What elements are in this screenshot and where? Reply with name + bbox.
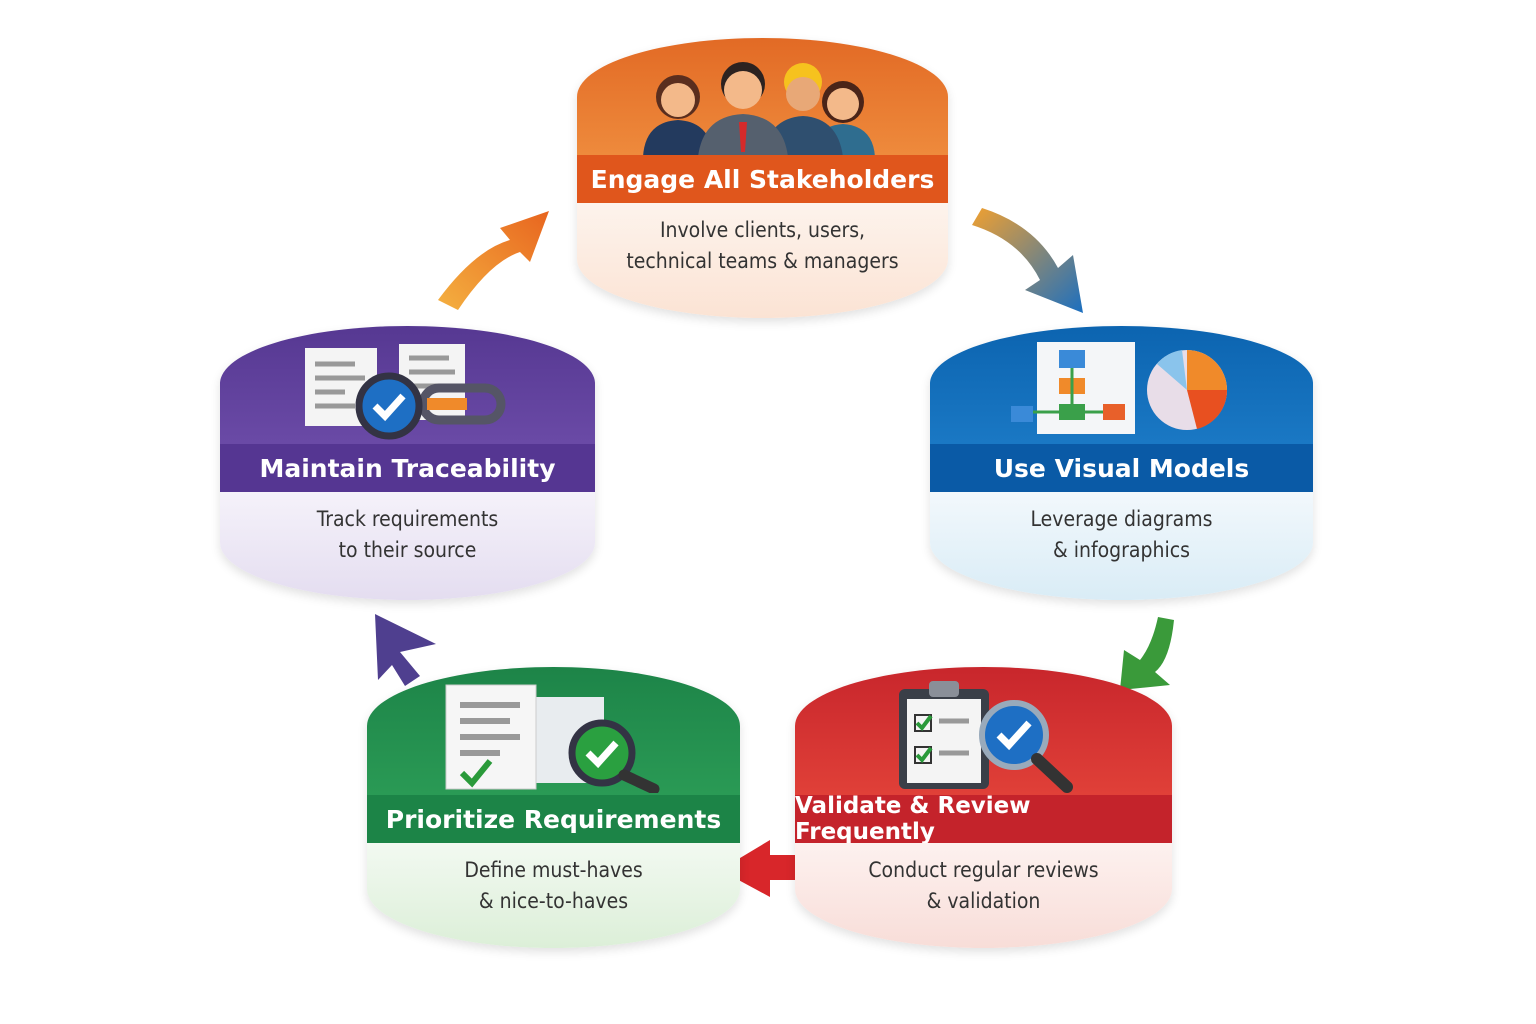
people-icon bbox=[642, 62, 875, 157]
step-description-line: Track requirements bbox=[316, 507, 499, 531]
step-card-engage-stakeholders: Engage All Stakeholders Involve clients,… bbox=[577, 38, 948, 318]
step-title: Maintain Traceability bbox=[220, 444, 595, 492]
clipboard-check-icon bbox=[898, 681, 1073, 793]
diagram-chart-icon bbox=[1010, 342, 1227, 434]
document-link-icon bbox=[304, 344, 505, 440]
arrow-prioritize-to-traceability bbox=[375, 614, 436, 686]
step-description-line: & validation bbox=[926, 889, 1041, 913]
step-card-prioritize: Prioritize Requirements Define must-have… bbox=[367, 667, 740, 948]
step-card-visual-models: Use Visual Models Leverage diagrams & in… bbox=[930, 326, 1313, 600]
step-title: Use Visual Models bbox=[930, 444, 1313, 492]
step-description-line: & infographics bbox=[1053, 538, 1190, 562]
step-title: Prioritize Requirements bbox=[367, 795, 740, 843]
step-card-traceability: Maintain Traceability Track requirements… bbox=[220, 326, 595, 600]
step-description-line: Define must-haves bbox=[464, 858, 643, 882]
step-title: Engage All Stakeholders bbox=[577, 155, 948, 203]
step-title: Validate & Review Frequently bbox=[795, 793, 1172, 845]
step-description-line: technical teams & managers bbox=[626, 249, 899, 273]
step-description-line: Involve clients, users, bbox=[659, 218, 866, 242]
arrow-traceability-to-engage bbox=[438, 211, 549, 310]
step-description-line: Conduct regular reviews bbox=[868, 858, 1099, 882]
step-description-line: Leverage diagrams bbox=[1030, 507, 1213, 531]
step-description-line: & nice-to-haves bbox=[478, 889, 629, 913]
step-description-line: to their source bbox=[338, 538, 477, 562]
arrow-validate-to-prioritize bbox=[720, 840, 800, 897]
step-card-validate-review: Validate & Review Frequently Conduct reg… bbox=[795, 667, 1172, 948]
arrow-engage-to-visual bbox=[972, 208, 1083, 313]
document-check-icon bbox=[445, 684, 659, 793]
